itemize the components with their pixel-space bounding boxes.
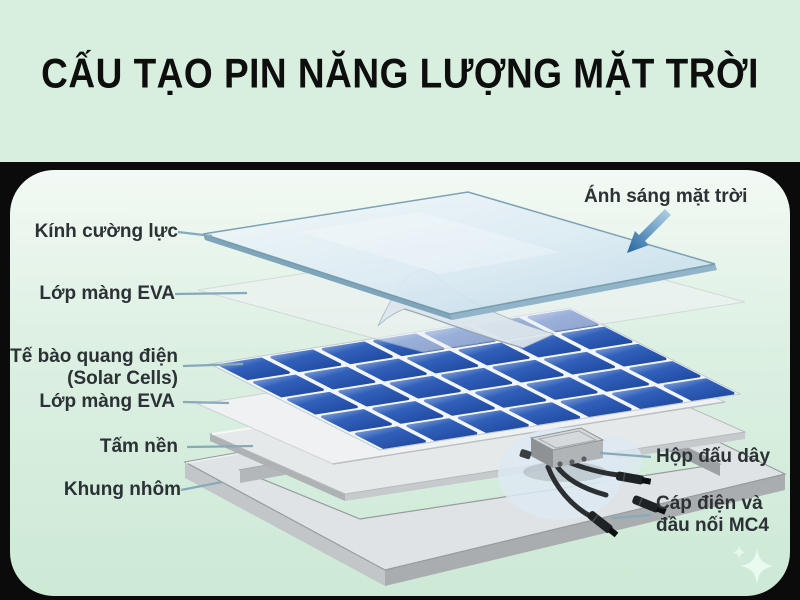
label-cable-line1: Cáp điện và — [656, 493, 763, 514]
solar-cell — [423, 393, 495, 416]
leader-cable — [611, 513, 652, 520]
label-tempered-glass: Kính cường lực — [34, 221, 178, 242]
solar-cell — [561, 326, 633, 350]
solar-cell — [595, 343, 667, 367]
leader-eva-top — [174, 291, 248, 296]
solar-cell — [355, 426, 426, 449]
label-aluminum-frame: Khung nhôm — [63, 479, 181, 500]
solar-cell — [338, 383, 410, 407]
label-solar-cells-line2: (Solar Cells) — [67, 368, 178, 389]
solar-cell — [355, 358, 427, 382]
mc4-connector — [632, 495, 667, 515]
solar-cell — [441, 367, 513, 391]
solar-cell — [663, 378, 735, 401]
solar-cell — [509, 402, 581, 425]
solar-cell — [321, 409, 392, 432]
solar-cells-grid — [219, 309, 735, 449]
sunlight-arrow-icon — [627, 209, 671, 253]
header: CẤU TẠO PIN NĂNG LƯỢNG MẶT TRỜI — [0, 0, 800, 162]
solar-cell — [578, 369, 649, 392]
leader-lines — [174, 230, 652, 520]
label-eva-film-top: Lớp màng EVA — [39, 283, 175, 304]
label-solar-cells: Tế bào quang điện (Solar Cells) — [10, 346, 178, 390]
leader-backsheet — [186, 444, 254, 449]
solar-cell — [270, 349, 342, 373]
solar-cell — [560, 394, 632, 417]
label-backsheet: Tấm nền — [99, 436, 178, 457]
junction-box-group — [498, 427, 667, 538]
label-junction-box: Hộp đấu dây — [656, 446, 771, 467]
junction-box — [519, 427, 605, 468]
page-title: CẤU TẠO PIN NĂNG LƯỢNG MẶT TRỜI — [41, 50, 759, 97]
solar-cell — [612, 386, 683, 409]
solar-cell — [492, 359, 564, 383]
solar-cells-layer — [208, 307, 742, 451]
solar-panel-exploded-diagram — [174, 191, 787, 586]
label-cable: Cáp điện và đầu nối MC4 — [656, 493, 769, 537]
mc4-connector — [615, 471, 652, 485]
solar-cell — [287, 391, 358, 415]
solar-cell — [526, 377, 598, 400]
solar-cell — [475, 385, 547, 408]
solar-cell — [407, 350, 479, 374]
solar-cell — [389, 375, 461, 399]
leader-tempered-glass — [177, 230, 213, 238]
solar-cell — [458, 342, 530, 366]
mc4-connector — [587, 511, 619, 538]
leader-junction-box — [599, 451, 652, 459]
sparkle-icon — [732, 545, 773, 584]
solar-cell — [629, 361, 701, 384]
leader-solar-cells — [182, 362, 244, 368]
tempered-glass-layer — [202, 191, 717, 320]
solar-cell — [253, 374, 324, 398]
solar-cell — [544, 351, 615, 375]
solar-cell — [372, 401, 444, 424]
solar-cell — [321, 341, 393, 365]
label-eva-film-bottom: Lớp màng EVA — [39, 391, 175, 412]
solar-cell — [304, 366, 376, 390]
solar-cell — [406, 418, 478, 441]
label-sunlight: Ánh sáng mặt trời — [584, 186, 748, 207]
illustration-panel: Kính cường lực Lớp màng EVA Tế bào quang… — [0, 162, 800, 600]
label-cable-line2: đầu nối MC4 — [656, 515, 769, 536]
label-solar-cells-line1: Tế bào quang điện — [10, 346, 178, 367]
solar-cell — [457, 410, 529, 433]
leader-eva-bottom — [182, 400, 230, 405]
leader-frame — [180, 480, 223, 492]
